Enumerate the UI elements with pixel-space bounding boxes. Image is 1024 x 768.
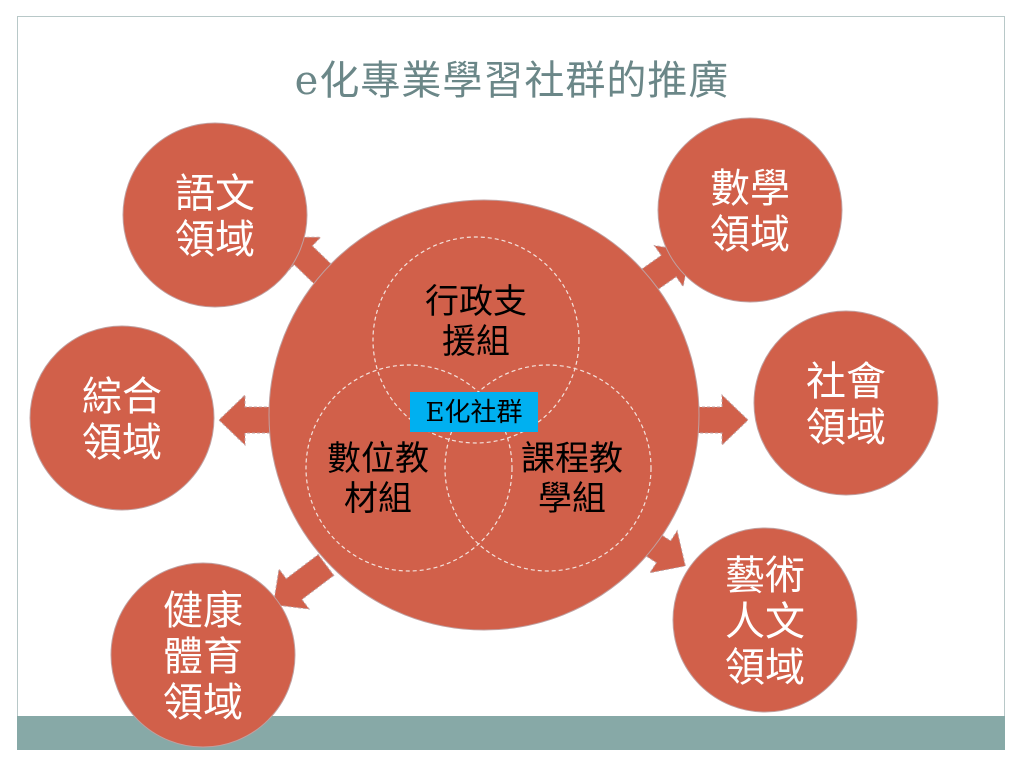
center-label-box xyxy=(410,392,538,432)
domain-label-language-line-1: 領域 xyxy=(175,217,255,263)
domain-label-health-line-1: 體育 xyxy=(163,634,243,680)
venn-circle-curriculum xyxy=(444,364,652,572)
domain-label-social-line-0: 社會 xyxy=(806,359,886,405)
domain-label-health-line-0: 健康 xyxy=(163,588,243,634)
group-label-admin-line-1: 援組 xyxy=(442,322,510,362)
arrow-to-health xyxy=(272,553,335,610)
domain-label-health-line-2: 領域 xyxy=(163,680,243,726)
group-label-curriculum-line-1: 學組 xyxy=(538,479,606,519)
domain-label-math-line-1: 領域 xyxy=(710,212,790,258)
domain-label-language-line-0: 語文 xyxy=(175,171,255,217)
domain-circle-arts xyxy=(672,527,858,713)
domain-circle-health xyxy=(110,562,296,748)
domain-label-arts-line-0: 藝術 xyxy=(725,553,805,599)
domain-circle-social xyxy=(753,310,939,496)
group-label-digital-line-1: 材組 xyxy=(344,479,412,519)
domain-label-math-line-0: 數學 xyxy=(710,166,790,212)
domain-circle-language xyxy=(122,122,308,308)
domain-label-social-line-1: 領域 xyxy=(806,405,886,451)
domain-label-integrative-line-1: 領域 xyxy=(82,420,162,466)
venn-circle-digital xyxy=(305,364,513,572)
domain-label-integrative-line-0: 綜合 xyxy=(82,374,162,420)
arrow-to-integrative xyxy=(218,393,286,447)
group-label-curriculum-line-0: 課程教 xyxy=(521,439,623,479)
group-label-digital-line-0: 數位教 xyxy=(327,439,429,479)
domain-label-arts-line-2: 領域 xyxy=(725,645,805,691)
slide-title: e化專業學習社群的推廣 xyxy=(294,58,730,104)
group-label-admin-line-0: 行政支 xyxy=(425,282,527,322)
domain-circle-math xyxy=(657,117,843,303)
center-label: E化社群 xyxy=(426,398,523,428)
venn-diagram xyxy=(305,236,652,572)
domain-label-arts-line-1: 人文 xyxy=(725,599,805,645)
domain-circle-integrative xyxy=(29,325,215,511)
venn-circle-admin xyxy=(372,236,580,444)
